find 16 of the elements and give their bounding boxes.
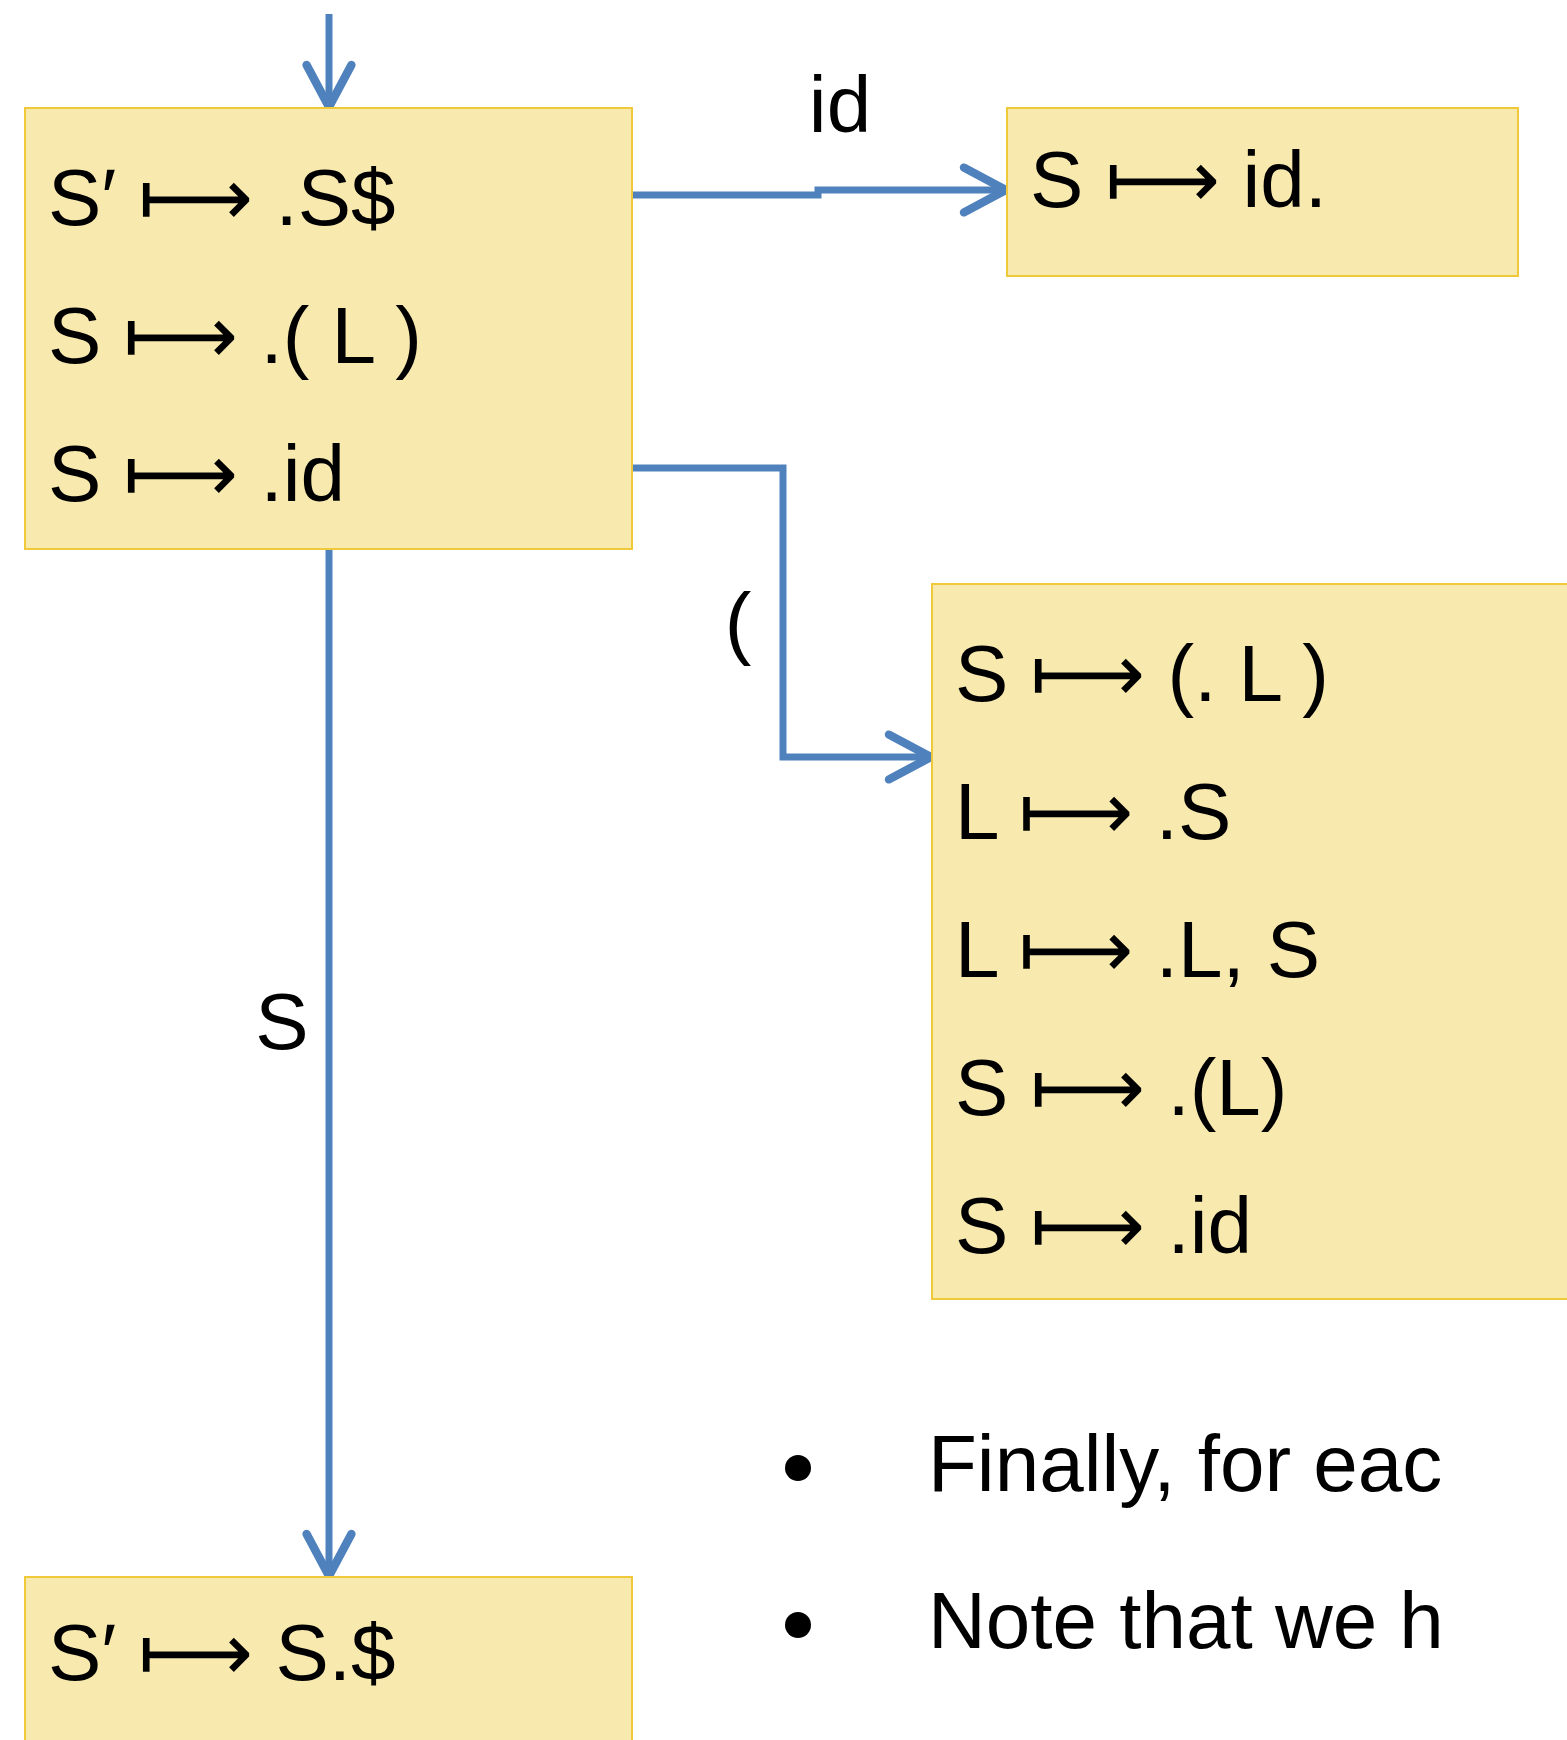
item-set-box bbox=[24, 1576, 633, 1740]
production-rule: S ⟼ .id bbox=[48, 428, 345, 520]
production-rule: S ⟼ .(L) bbox=[955, 1042, 1288, 1134]
item-set-box bbox=[931, 583, 1567, 1300]
production-rule: S ⟼ .( L ) bbox=[48, 290, 422, 382]
production-rule: S ⟼ id. bbox=[1030, 134, 1327, 226]
production-rule: L ⟼ .L, S bbox=[955, 904, 1321, 996]
production-rule: S ⟼ (. L ) bbox=[955, 628, 1329, 720]
item-set-box bbox=[24, 107, 633, 550]
production-rule: L ⟼ .S bbox=[955, 766, 1232, 858]
item-set-box bbox=[1006, 107, 1519, 277]
production-rule: S′ ⟼ S.$ bbox=[48, 1607, 396, 1699]
bullet-text: Finally, for eac bbox=[928, 1420, 1443, 1508]
bullet-text: Note that we h bbox=[928, 1577, 1444, 1665]
production-rule: S′ ⟼ .S$ bbox=[48, 152, 396, 244]
production-rule: S ⟼ .id bbox=[955, 1180, 1252, 1272]
